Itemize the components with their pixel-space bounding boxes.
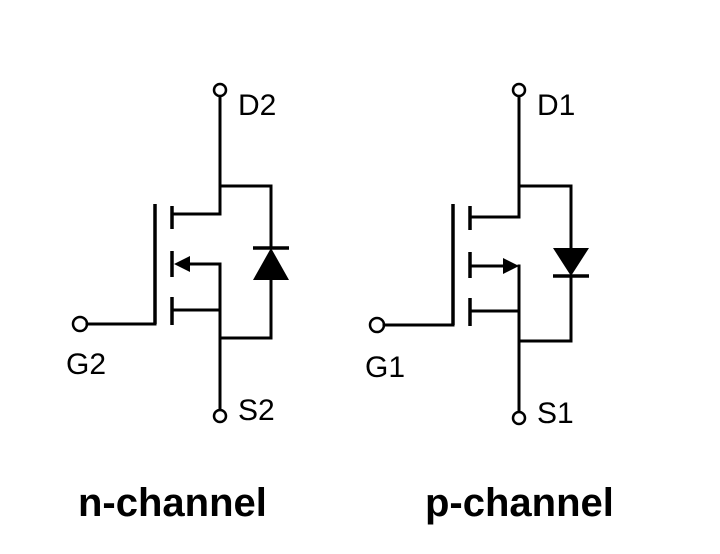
n-gate-terminal (71, 315, 89, 333)
n-source-label: S2 (238, 394, 275, 427)
n-body-arrow-icon (174, 256, 190, 272)
p-drain-terminal (511, 82, 527, 98)
n-drain-label: D2 (238, 89, 276, 122)
n-diode-icon (253, 248, 289, 280)
p-body-arrow-icon (503, 258, 519, 274)
p-gate-terminal (368, 316, 386, 334)
n-channel-mosfet: D2 G2 S2 n-channel (66, 82, 289, 525)
p-drain-label: D1 (537, 89, 575, 122)
p-source-terminal (511, 410, 527, 426)
p-channel-caption: p-channel (425, 481, 614, 525)
p-channel-mosfet: D1 G1 S1 p-channel (365, 82, 614, 525)
n-source-terminal (212, 408, 228, 424)
n-drain-terminal (212, 82, 228, 98)
n-gate-label: G2 (66, 348, 106, 381)
p-source-label: S1 (537, 397, 574, 430)
p-gate-label: G1 (365, 351, 405, 384)
n-channel-caption: n-channel (78, 481, 267, 525)
p-diode-icon (553, 248, 589, 276)
